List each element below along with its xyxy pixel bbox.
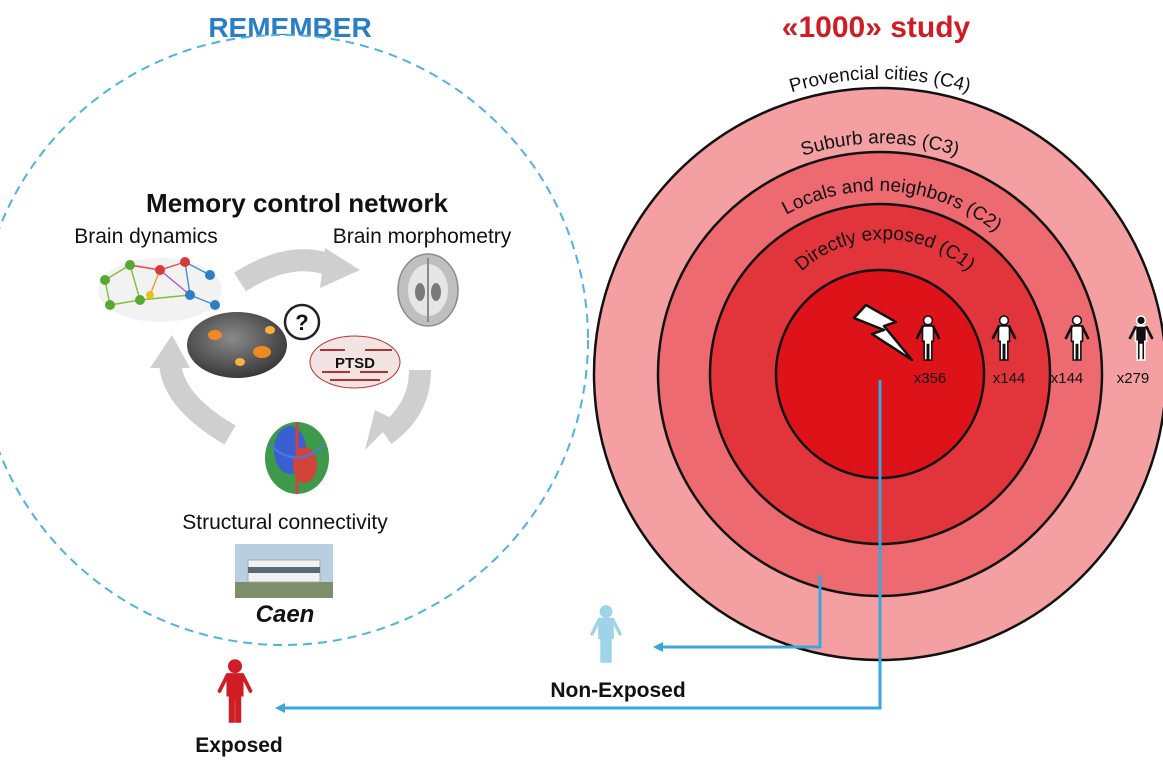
remember-dashed-circle [0,34,589,646]
cycle-arrow-left [159,359,236,445]
non-exposed-label: Non-Exposed [550,679,685,702]
network-brain-outline [98,258,222,322]
count-c3: x144 [1051,370,1084,387]
lightning-bolt-icon [852,303,914,362]
person-icon-c2 [991,315,1017,361]
ring-people [915,315,1154,361]
ptsd-word: PTSD [335,355,375,372]
cycle-arrow-top [234,249,334,292]
count-c1: x356 [914,370,947,387]
structural-connectivity-label: Structural connectivity [182,511,388,534]
caen-building-image [235,544,333,598]
exposed-person-icon [217,659,253,723]
cycle-arrowhead-left [150,335,190,368]
study-title: «1000» study [782,11,971,44]
functional-brain-image [187,312,287,378]
outcome-people [217,605,622,723]
person-icon-c3 [1064,315,1090,361]
arrow-to-non-exposed [653,575,822,652]
cycle-arrow-right [378,369,431,444]
exposed-label: Exposed [195,734,283,757]
ptsd-word-cloud-brain [309,335,401,389]
brain-dynamics-label: Brain dynamics [74,225,218,248]
caen-label: Caen [256,601,315,628]
non-exposed-person-icon [590,605,622,663]
person-icon-c1 [915,315,941,361]
question-mark-text: ? [295,310,308,335]
brain-morphometry-label: Brain morphometry [333,225,512,248]
cycle-arrows [150,248,431,450]
cycle-arrowhead-right [365,410,395,450]
arrow-to-exposed [275,380,882,713]
cycle-arrowhead-top [320,248,360,288]
tractography-brain-image [265,422,329,494]
question-mark-icon [283,303,321,341]
count-c4: x279 [1117,370,1150,387]
network-title: Memory control network [146,188,448,218]
brain-morphometry-image [397,253,459,327]
count-c2: x144 [993,370,1026,387]
brain-network-graph [98,257,222,322]
person-icon-c4 [1128,315,1154,361]
